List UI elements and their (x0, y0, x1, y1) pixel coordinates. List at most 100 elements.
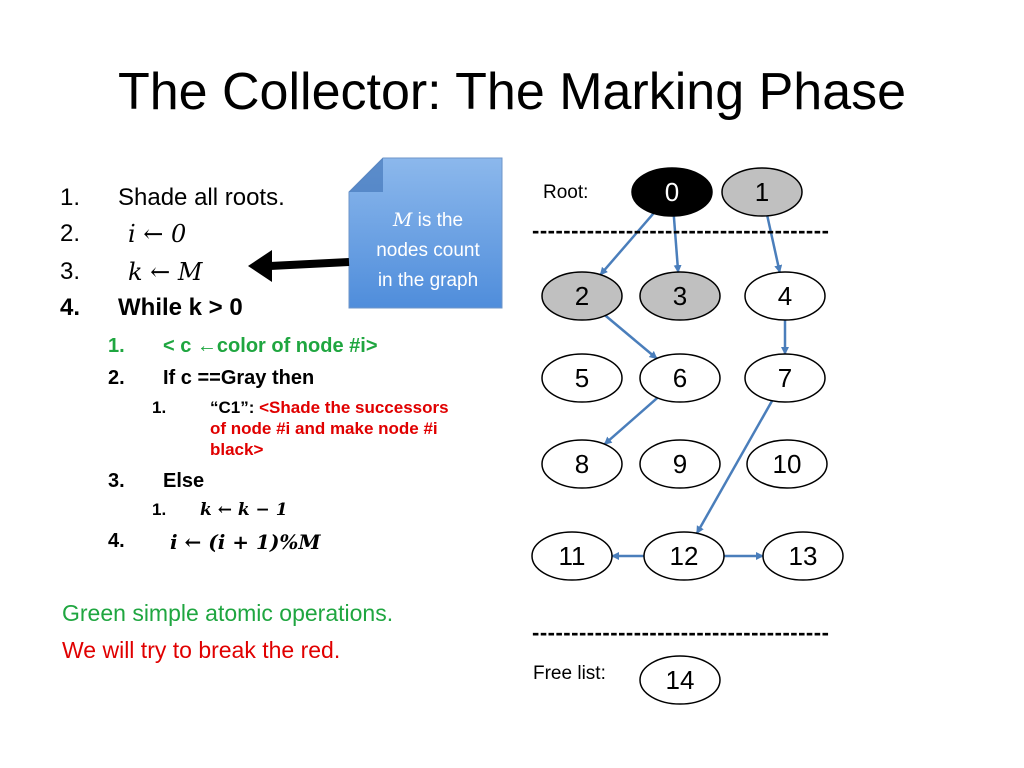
node-12: 12 (643, 531, 725, 581)
step-1: 1. Shade all roots. (60, 184, 285, 212)
divider-top: -------------------------------------- (532, 218, 830, 243)
node-label: 1 (755, 177, 769, 207)
step-text: Shade all roots. (118, 184, 285, 211)
step-number: 4. (60, 294, 81, 321)
node-9: 9 (639, 439, 721, 489)
substep-number: 1. (152, 500, 167, 519)
node-label: 13 (789, 541, 818, 571)
node-ellipse (744, 353, 826, 403)
substep-number: 4. (108, 530, 125, 552)
substep-number: 3. (108, 470, 125, 492)
node-ellipse (721, 167, 803, 217)
substep-text: If c ==Gray then (163, 367, 315, 389)
node-label: 2 (575, 281, 589, 311)
node-5: 5 (541, 353, 623, 403)
substep-4: 4. i ← (i + 1)%M (108, 530, 321, 554)
node-ellipse (639, 439, 721, 489)
substep-3-1: 1. k ← k − 1 (152, 500, 288, 520)
node-label: 0 (665, 177, 679, 207)
node-label: 6 (673, 363, 687, 393)
node-3: 3 (639, 271, 721, 321)
substep-text: “C1”: <Shade the successors (210, 398, 449, 417)
node-14: 14 (639, 655, 721, 705)
edge-0-3 (672, 215, 682, 274)
node-ellipse (639, 353, 721, 403)
divider-bottom: -------------------------------------- (532, 620, 830, 645)
step-number: 2. (60, 220, 81, 247)
substep-number: 2. (108, 367, 125, 389)
edge-7-12 (695, 400, 774, 535)
callout-fold (349, 158, 383, 192)
node-ellipse (744, 271, 826, 321)
substep-2-1: 1. “C1”: <Shade the successors of node #… (152, 398, 449, 459)
node-label: 8 (575, 449, 589, 479)
free-list-label: Free list: (533, 663, 606, 684)
node-8: 8 (541, 439, 623, 489)
node-label: 10 (773, 449, 802, 479)
substep-1: 1. < c ←color of node #i> (108, 335, 378, 358)
node-13: 13 (762, 531, 844, 581)
node-label: 9 (673, 449, 687, 479)
node-ellipse (639, 271, 721, 321)
node-label: 11 (559, 541, 586, 571)
substep-text: Else (163, 470, 205, 492)
root-label: Root: (543, 182, 589, 203)
callout-line3: in the graph (377, 270, 479, 291)
note-red: We will try to break the red. (62, 637, 341, 663)
edge-0-2 (599, 212, 655, 276)
node-ellipse (746, 439, 828, 489)
node-ellipse (531, 531, 613, 581)
callout-line1: is the (412, 210, 464, 231)
substep-text: k ← k − 1 (200, 500, 288, 520)
callout-line2: nodes count (376, 240, 480, 261)
step-2: 2. i ← 0 (60, 220, 186, 248)
step-number: 1. (60, 184, 81, 211)
node-label: 3 (673, 281, 687, 311)
node-10: 10 (746, 439, 828, 489)
substep-text: i ← (i + 1)%M (170, 530, 321, 554)
edge-6-8 (603, 396, 659, 446)
edge-2-6 (604, 314, 658, 360)
node-ellipse (541, 353, 623, 403)
edge-1-4 (766, 215, 783, 274)
substep-number: 1. (152, 398, 167, 417)
step-3: 3. k ← M (60, 258, 202, 286)
substep-text-line2: of node #i and make node #i (210, 419, 438, 438)
node-ellipse (541, 439, 623, 489)
slide-title: The Collector: The Marking Phase (117, 63, 907, 121)
substep-number: 1. (108, 335, 125, 357)
node-label: 12 (670, 541, 699, 571)
step-text: While k > 0 (118, 294, 243, 321)
substep-2: 2. If c ==Gray then (108, 367, 314, 390)
substep-text: < c ←color of node #i> (163, 335, 378, 357)
node-ellipse (631, 167, 713, 217)
node-6: 6 (639, 353, 721, 403)
substep-text-line3: black> (210, 440, 264, 459)
node-ellipse (762, 531, 844, 581)
step-4: 4. While k > 0 (60, 294, 243, 322)
node-ellipse (639, 655, 721, 705)
node-1: 1 (721, 167, 803, 217)
node-label: 4 (778, 281, 792, 311)
pointer-arrow-head (248, 250, 272, 282)
step-number: 3. (60, 258, 81, 285)
callout-box (348, 157, 503, 309)
node-2: 2 (541, 271, 623, 321)
substep-3: 3. Else (108, 470, 204, 493)
node-label: 14 (666, 665, 695, 695)
pointer-arrow-line (269, 258, 350, 270)
node-0: 0 (631, 167, 713, 217)
callout-var: M (392, 209, 413, 231)
note-green: Green simple atomic operations. (62, 600, 394, 626)
node-label: 5 (575, 363, 589, 393)
node-11: 11 (531, 531, 613, 581)
node-label: 7 (778, 363, 792, 393)
node-4: 4 (744, 271, 826, 321)
step-text: i ← 0 (128, 220, 187, 248)
node-ellipse (541, 271, 623, 321)
step-text: k ← M (128, 258, 203, 286)
callout-text: M is the nodes count in the graph (356, 205, 500, 296)
node-ellipse (643, 531, 725, 581)
node-7: 7 (744, 353, 826, 403)
